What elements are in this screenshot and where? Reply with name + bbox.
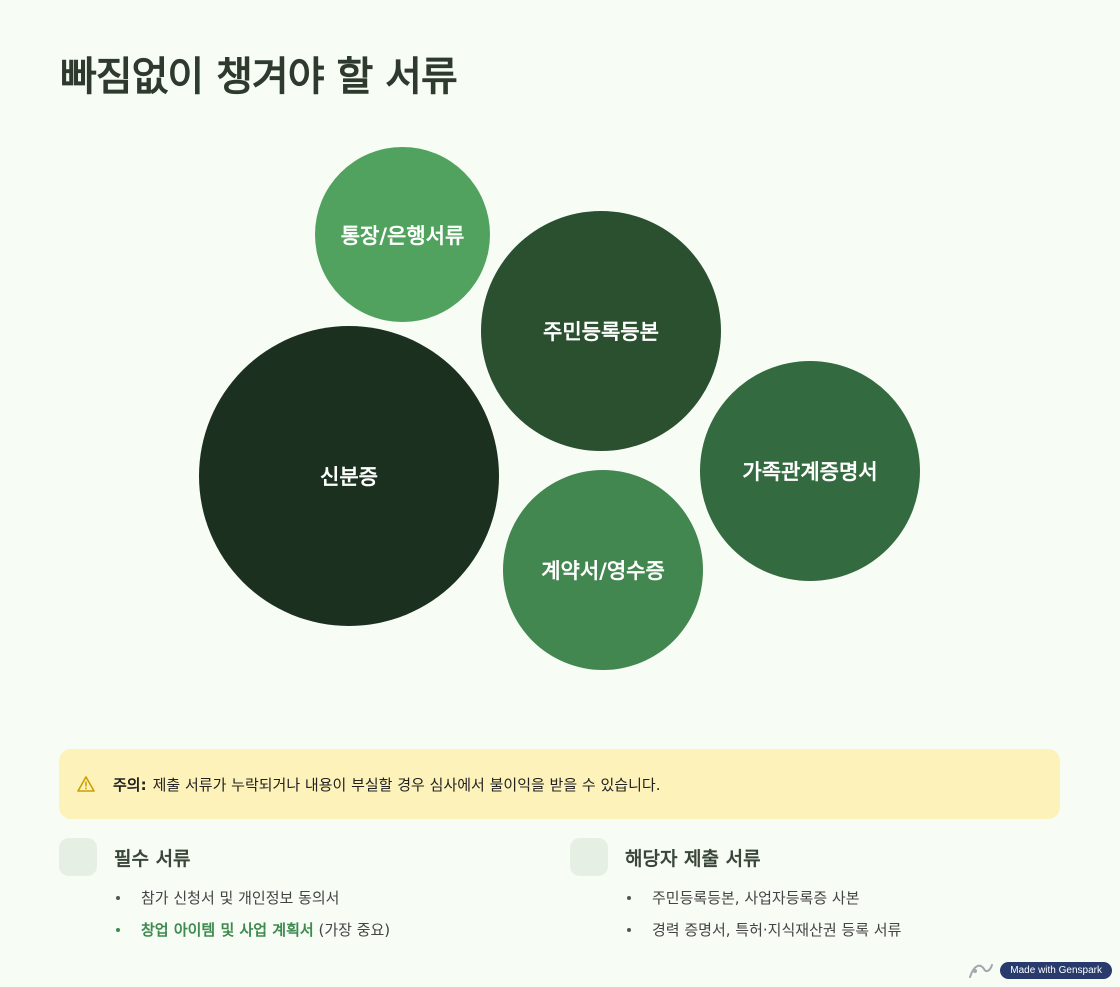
list-item-text: 주민등록등본, 사업자등록증 사본 xyxy=(652,889,860,907)
notice-label: 주의: xyxy=(113,775,147,794)
watermark: Made with Genspark xyxy=(966,959,1112,981)
province-logo-icon xyxy=(966,959,996,981)
list-item: 창업 아이템 및 사업 계획서 (가장 중요) xyxy=(114,914,390,946)
bubble-contract-receipt: 계약서/영수증 xyxy=(503,470,703,670)
warning-triangle-icon xyxy=(77,775,95,793)
required-documents-section: 필수 서류 참가 신청서 및 개인정보 동의서 창업 아이템 및 사업 계획서 … xyxy=(59,838,390,946)
notice-text: 제출 서류가 누락되거나 내용이 부실할 경우 심사에서 불이익을 받을 수 있… xyxy=(152,775,661,794)
bubble-resident-registration: 주민등록등본 xyxy=(481,211,721,451)
bubble-bank-documents: 통장/은행서류 xyxy=(315,147,490,322)
bubble-label: 가족관계증명서 xyxy=(742,460,878,484)
section-badge xyxy=(570,838,608,876)
bubble-label: 주민등록등본 xyxy=(543,320,659,344)
section-title: 필수 서류 xyxy=(114,847,191,870)
list-item-note: (가장 중요) xyxy=(318,921,391,939)
list-item: 참가 신청서 및 개인정보 동의서 xyxy=(114,882,390,914)
list-item: 주민등록등본, 사업자등록증 사본 xyxy=(625,882,901,914)
bubble-label: 통장/은행서류 xyxy=(340,223,465,248)
bubble-label: 신분증 xyxy=(320,465,378,489)
list-item-text: 경력 증명서, 특허·지식재산권 등록 서류 xyxy=(652,921,902,939)
conditional-list: 주민등록등본, 사업자등록증 사본 경력 증명서, 특허·지식재산권 등록 서류 xyxy=(570,882,901,946)
section-title: 해당자 제출 서류 xyxy=(625,847,761,870)
list-item-highlight: 창업 아이템 및 사업 계획서 xyxy=(141,921,314,939)
list-item: 경력 증명서, 특허·지식재산권 등록 서류 xyxy=(625,914,901,946)
conditional-documents-section: 해당자 제출 서류 주민등록등본, 사업자등록증 사본 경력 증명서, 특허·지… xyxy=(570,838,901,946)
list-item-text: 참가 신청서 및 개인정보 동의서 xyxy=(141,889,340,907)
watermark-pill[interactable]: Made with Genspark xyxy=(1000,961,1112,979)
warning-notice: 주의: 제출 서류가 누락되거나 내용이 부실할 경우 심사에서 불이익을 받을… xyxy=(59,749,1060,819)
section-badge xyxy=(59,838,97,876)
bubble-family-relation: 가족관계증명서 xyxy=(700,361,920,581)
required-list: 참가 신청서 및 개인정보 동의서 창업 아이템 및 사업 계획서 (가장 중요… xyxy=(59,882,390,946)
bubble-label: 계약서/영수증 xyxy=(541,559,665,583)
bubble-id-card: 신분증 xyxy=(199,326,499,626)
page-title: 빠짐없이 챙겨야 할 서류 xyxy=(60,54,458,100)
